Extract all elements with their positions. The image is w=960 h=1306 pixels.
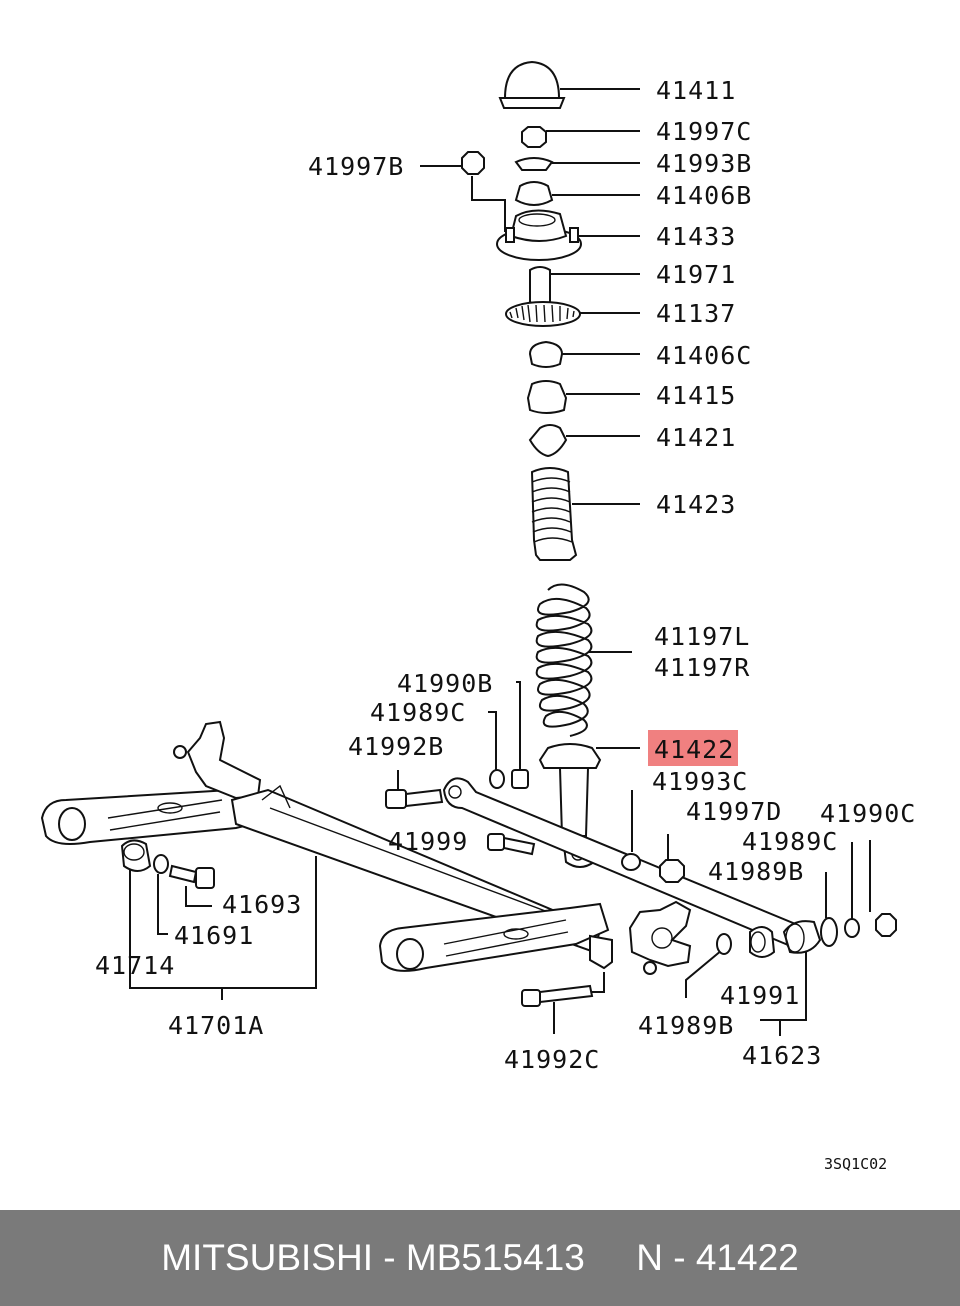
part-41991-bushing: [749, 926, 776, 958]
part-41990C-washer: [844, 918, 860, 938]
part-41989C-washer-a: [489, 769, 505, 789]
footer-sep: -: [372, 1237, 406, 1278]
label-41433: 41433: [656, 222, 736, 251]
part-41989B-washer-b: [716, 933, 732, 955]
part-41714-bushing: [120, 839, 152, 872]
label-41989C-upper: 41989C: [370, 698, 466, 727]
label-41623: 41623: [742, 1041, 822, 1070]
label-41423: 41423: [656, 490, 736, 519]
label-41406C: 41406C: [656, 341, 752, 370]
label-41991: 41991: [720, 981, 800, 1010]
part-41411-cap: [498, 60, 566, 109]
label-41411: 41411: [656, 76, 736, 105]
label-41997D: 41997D: [686, 797, 782, 826]
footer-part-number: MB515413: [405, 1237, 585, 1278]
part-41415-stopper: [526, 380, 568, 414]
label-41971: 41971: [656, 260, 736, 289]
part-41992B-bolt: [385, 788, 444, 809]
part-41433-mount: [496, 209, 582, 261]
footer-brand: MITSUBISHI: [161, 1237, 373, 1278]
part-41423-boot: [530, 467, 578, 561]
part-41993C-washer: [621, 853, 641, 871]
footer-n-prefix: N -: [636, 1237, 696, 1278]
label-41989B-lower: 41989B: [638, 1011, 734, 1040]
label-41989C-lower: 41989C: [742, 827, 838, 856]
label-41422: 41422: [654, 735, 734, 764]
label-41693: 41693: [222, 890, 302, 919]
part-41990C-nut: [875, 913, 897, 937]
leader-lines: [129, 88, 871, 1036]
label-41990C: 41990C: [820, 799, 916, 828]
part-41992C-bolt: [521, 984, 594, 1007]
label-41993B: 41993B: [656, 149, 752, 178]
label-41691: 41691: [174, 921, 254, 950]
part-41197-coil-spring: [535, 583, 593, 737]
highlight-41422: [648, 730, 738, 766]
label-41701A: 41701A: [168, 1011, 264, 1040]
part-41999-bolt: [487, 833, 536, 856]
label-41197L: 41197L: [654, 622, 750, 651]
label-41421: 41421: [656, 423, 736, 452]
label-41997C: 41997C: [656, 117, 752, 146]
part-41406C-bushing: [528, 340, 564, 368]
part-41997C-nut: [521, 126, 547, 148]
label-41999: 41999: [388, 827, 468, 856]
part-41691-washer: [153, 854, 169, 874]
part-41971-collar: [529, 266, 551, 306]
footer-n-number: 41422: [695, 1237, 799, 1278]
label-41993C: 41993C: [652, 767, 748, 796]
part-41997D-nut: [659, 859, 685, 883]
label-41415: 41415: [656, 381, 736, 410]
label-41714: 41714: [95, 951, 175, 980]
part-41137-seat: [505, 301, 581, 327]
label-41137: 41137: [656, 299, 736, 328]
part-41421-bump-stop: [528, 424, 568, 458]
label-41197R: 41197R: [654, 653, 750, 682]
part-41990B-nut: [511, 769, 529, 789]
part-41406B-bushing: [514, 181, 554, 206]
footer-bar: MITSUBISHI - MB515413 N - 41422: [0, 1210, 960, 1306]
diagram-code: 3SQ1C02: [824, 1155, 887, 1173]
part-41701A-axle-beam: [40, 720, 692, 975]
label-41990B: 41990B: [397, 669, 493, 698]
label-41992B: 41992B: [348, 732, 444, 761]
part-41693-bolt: [168, 864, 215, 889]
parts-diagram: 41411 41997C 41997B 41993B 41406B 41433 …: [40, 60, 916, 1173]
part-41623-bushing: [782, 920, 822, 954]
label-41989B-upper: 41989B: [708, 857, 804, 886]
label-41992C: 41992C: [504, 1045, 600, 1074]
part-41989C-washer-b: [820, 917, 838, 947]
label-41997B: 41997B: [308, 152, 404, 181]
part-41993B-washer: [514, 157, 554, 171]
footer-gap: [585, 1237, 636, 1279]
part-41997B-nut: [461, 151, 485, 175]
label-41406B: 41406B: [656, 181, 752, 210]
